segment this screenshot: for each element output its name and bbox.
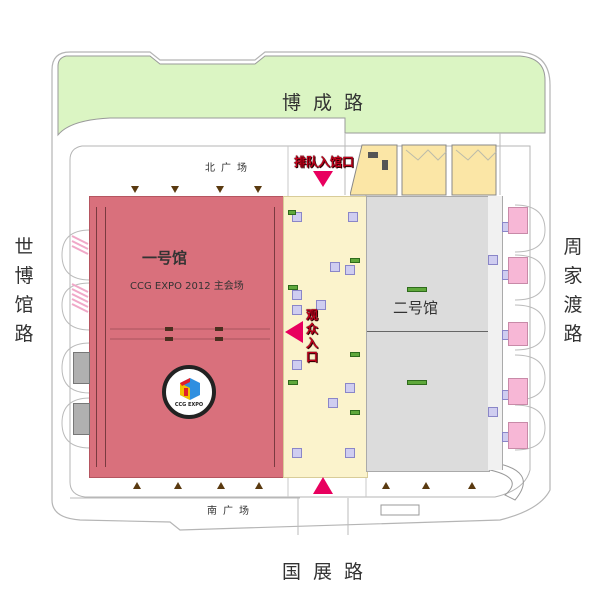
booth xyxy=(345,448,355,458)
green-fixture xyxy=(288,285,298,290)
south-entrance-marker xyxy=(133,482,141,489)
south-entrance-marker xyxy=(382,482,390,489)
north-plaza-label: 北广场 xyxy=(205,163,253,174)
booth xyxy=(488,407,498,417)
south-road-label: 国展路 xyxy=(282,561,376,583)
hall-1-title: 一号馆 xyxy=(142,249,188,267)
green-fixture xyxy=(288,210,296,215)
queue-entry-arrow-icon[interactable] xyxy=(313,171,333,189)
east-bay-5 xyxy=(508,422,528,449)
ccg-cube-icon xyxy=(180,378,200,400)
north-entrance-marker xyxy=(131,186,139,193)
south-plaza-label: 南广场 xyxy=(207,506,255,517)
hall-1-east-wall xyxy=(274,207,279,467)
east-road-label: 周 家 渡 路 xyxy=(563,236,583,345)
green-fixture xyxy=(288,380,298,385)
south-entrance-marker xyxy=(255,482,263,489)
booth xyxy=(292,212,302,222)
north-road-label: 博成路 xyxy=(282,92,376,114)
booth xyxy=(488,255,498,265)
logo-text: CCG EXPO xyxy=(174,402,204,408)
hall-2-service-strip xyxy=(488,196,503,470)
east-bay-2 xyxy=(508,257,528,284)
booth xyxy=(345,265,355,275)
booth xyxy=(292,448,302,458)
east-bay-1 xyxy=(508,207,528,234)
hall-2-title: 二号馆 xyxy=(393,299,439,317)
north-entrance-marker xyxy=(216,186,224,193)
west-ramps xyxy=(71,235,89,313)
booth xyxy=(328,398,338,408)
green-fixture xyxy=(407,287,427,292)
booth xyxy=(330,262,340,272)
booth xyxy=(348,212,358,222)
audience-entrance-label: 观 众 入 口 xyxy=(306,308,319,364)
north-entrance-marker xyxy=(254,186,262,193)
green-fixture xyxy=(350,410,360,415)
hall-2[interactable] xyxy=(366,196,490,472)
booth xyxy=(292,360,302,370)
green-fixture xyxy=(407,380,427,385)
ccg-expo-logo: CCG EXPO xyxy=(162,365,216,419)
west-building-block xyxy=(73,403,90,435)
south-entrance-marker xyxy=(422,482,430,489)
south-entrance-marker xyxy=(217,482,225,489)
queue-entrance-label: 排队入馆口 xyxy=(294,155,355,169)
audience-entry-arrow-icon[interactable] xyxy=(285,321,303,343)
hall-1-stage-lines xyxy=(110,327,270,341)
south-entrance-marker xyxy=(174,482,182,489)
green-fixture xyxy=(350,352,360,357)
booth xyxy=(292,290,302,300)
hall-2-divider xyxy=(367,331,489,332)
booth xyxy=(292,305,302,315)
east-bay-3 xyxy=(508,322,528,346)
west-road-label: 世 博 馆 路 xyxy=(14,236,34,345)
green-fixture xyxy=(350,258,360,263)
hall-1[interactable] xyxy=(89,196,284,478)
north-entrance-marker xyxy=(171,186,179,193)
booth xyxy=(316,300,326,310)
hall-1-subtitle: CCG EXPO 2012 主会场 xyxy=(130,281,244,292)
hall-1-west-wall xyxy=(96,207,106,467)
south-entry-arrow-icon[interactable] xyxy=(313,477,333,495)
south-entrance-marker xyxy=(468,482,476,489)
east-bay-4 xyxy=(508,378,528,405)
booth xyxy=(345,383,355,393)
west-building-block xyxy=(73,352,90,384)
north-entry-pavilions xyxy=(350,144,497,196)
